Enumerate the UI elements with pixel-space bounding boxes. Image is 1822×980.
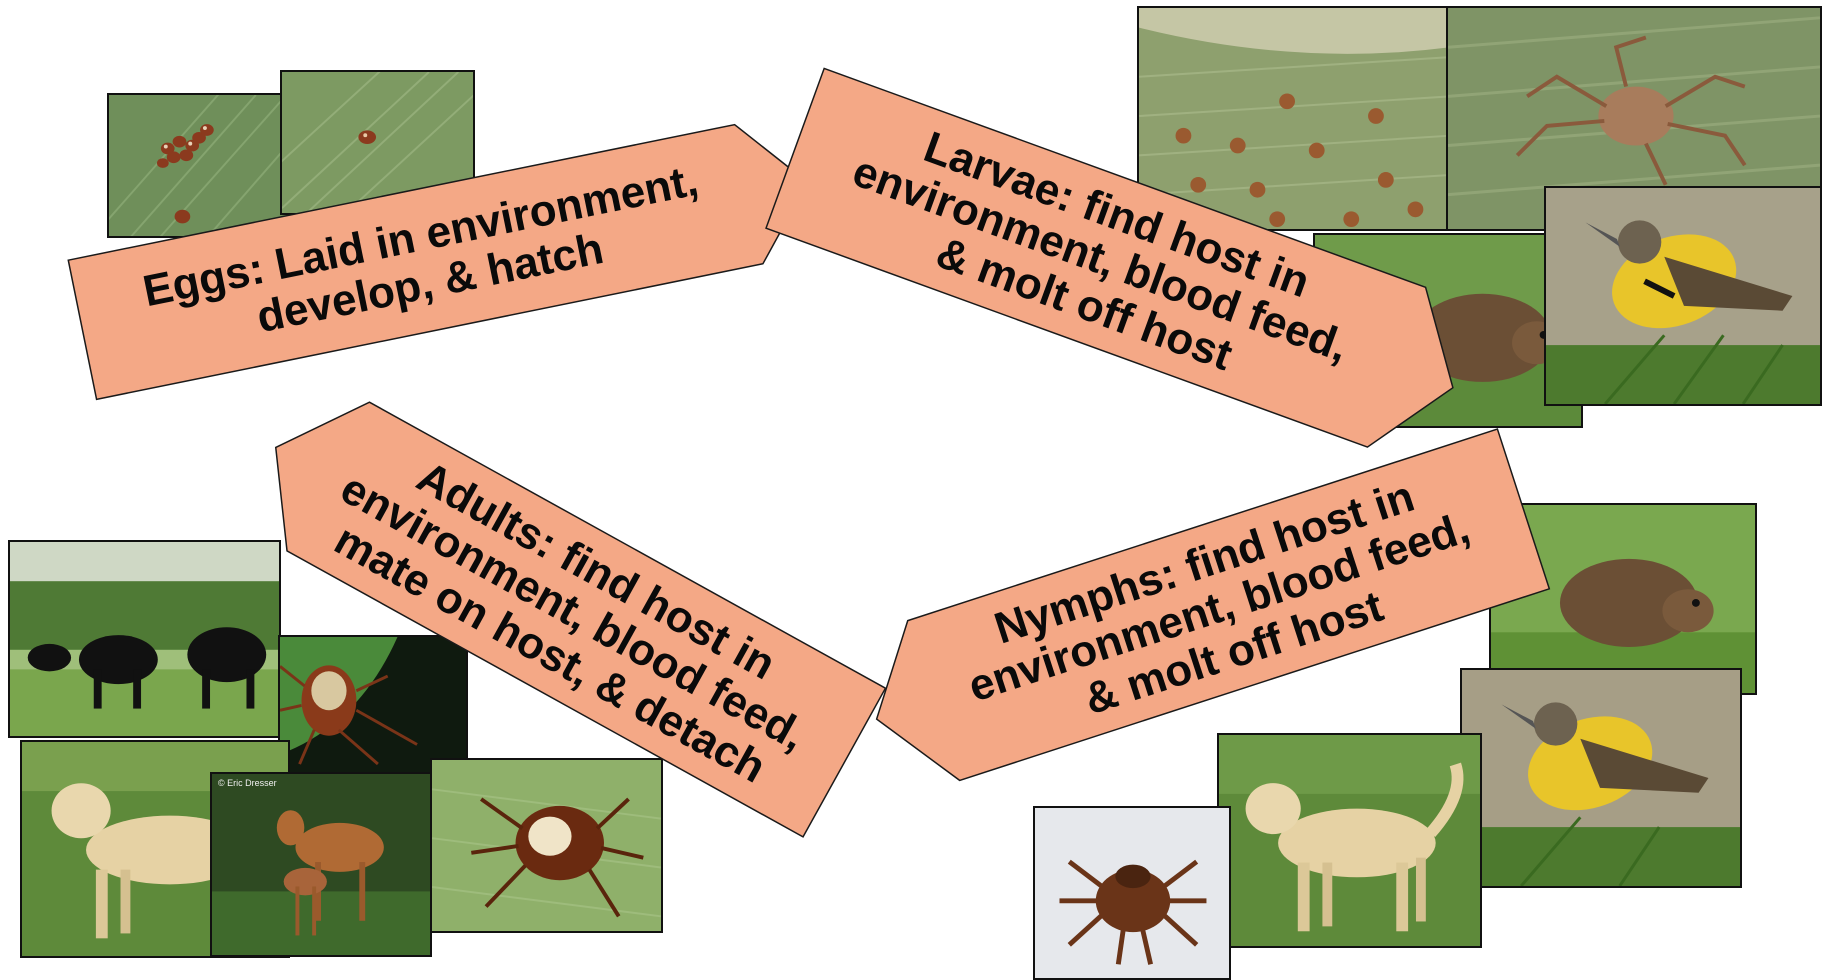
cattle-photo [8, 540, 281, 738]
meadowlark-photo [1460, 668, 1742, 888]
tick-nymph-photo [1033, 806, 1231, 980]
adult-tick-on-leaf-photo [430, 758, 663, 933]
tick-eggs-cluster-photo [107, 93, 297, 238]
tick-larvae-on-leaf-photo [1137, 6, 1452, 231]
dog-photo [1217, 733, 1482, 948]
meadowlark-photo [1544, 186, 1822, 406]
deer-photo: © Eric Dresser [210, 772, 432, 957]
photo-credit: © Eric Dresser [218, 778, 277, 788]
